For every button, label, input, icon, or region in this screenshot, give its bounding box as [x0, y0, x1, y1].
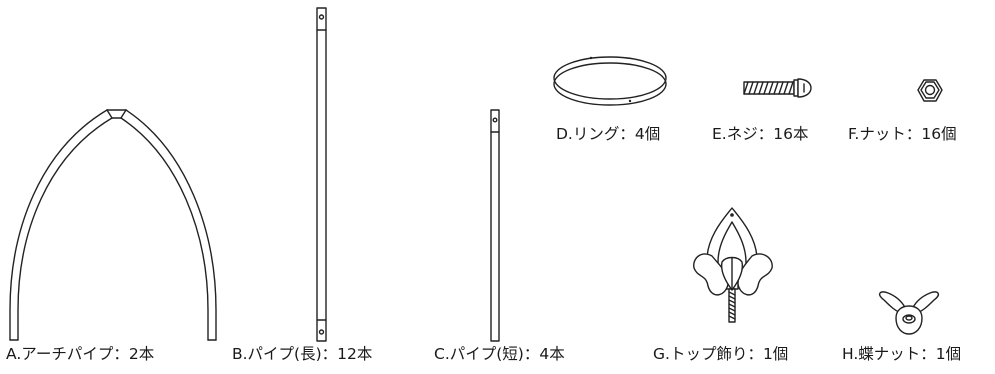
screw-drawing: [743, 78, 812, 98]
part-label-top-ornament: G.トップ飾り：1個: [653, 345, 789, 363]
part-label-wing-nut: H.蝶ナット：1個: [842, 345, 962, 363]
short-pipe-drawing: [490, 109, 500, 342]
long-pipe-drawing: [316, 7, 327, 342]
part-label-nut: F.ナット：16個: [848, 125, 957, 143]
wing-nut-drawing: [878, 291, 940, 335]
part-label-ring: D.リング：4個: [556, 125, 661, 143]
part-label-screw: E.ネジ：16本: [712, 125, 809, 143]
top-ornament-drawing: [693, 207, 773, 323]
part-label-long-pipe: B.パイプ(長)：12本: [232, 345, 373, 363]
arch-pipe-drawing: [9, 109, 217, 341]
nut-drawing: [917, 79, 943, 102]
part-label-short-pipe: C.パイプ(短)：4本: [434, 345, 565, 363]
ring-drawing: [553, 56, 667, 106]
part-label-arch-pipe: A.アーチパイプ：2本: [6, 345, 155, 363]
